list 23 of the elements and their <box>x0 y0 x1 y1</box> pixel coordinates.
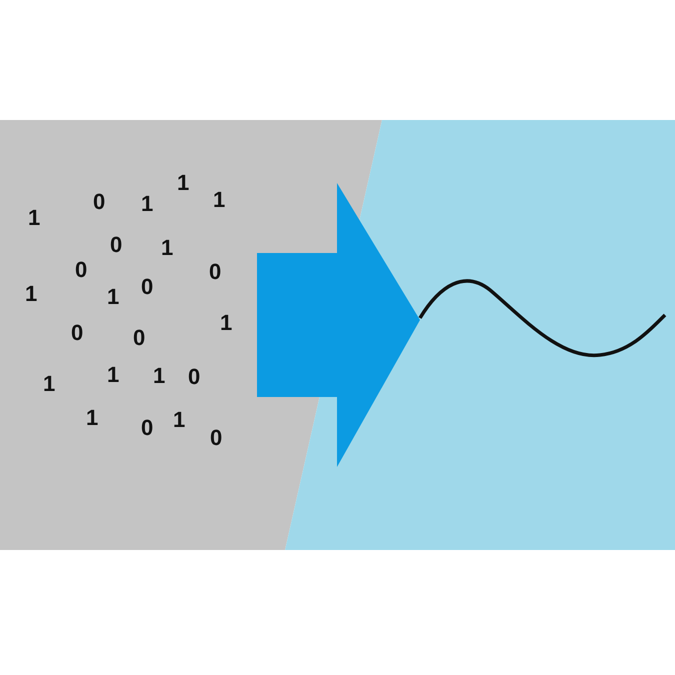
binary-digit: 1 <box>213 189 226 211</box>
binary-digit: 1 <box>173 409 186 431</box>
binary-digit: 0 <box>75 259 88 281</box>
binary-digit: 1 <box>107 364 120 386</box>
binary-digit: 0 <box>93 191 106 213</box>
binary-digit: 1 <box>177 172 190 194</box>
binary-digit: 0 <box>188 366 200 388</box>
binary-digit: 0 <box>141 417 154 439</box>
binary-digit: 1 <box>86 407 98 429</box>
binary-digit: 0 <box>110 234 122 256</box>
binary-digit: 1 <box>28 207 40 229</box>
binary-digit: 0 <box>133 327 146 349</box>
binary-digit: 1 <box>161 237 174 259</box>
binary-digit: 1 <box>43 373 56 395</box>
binary-digit: 1 <box>153 365 166 387</box>
binary-digit: 0 <box>71 322 84 344</box>
binary-digit: 0 <box>210 427 222 449</box>
binary-digit: 1 <box>220 312 232 334</box>
binary-digit: 0 <box>209 261 222 283</box>
binary-digit: 0 <box>141 276 154 298</box>
binary-digit: 1 <box>141 193 154 215</box>
binary-digit: 1 <box>25 283 38 305</box>
binary-digit: 1 <box>107 286 120 308</box>
